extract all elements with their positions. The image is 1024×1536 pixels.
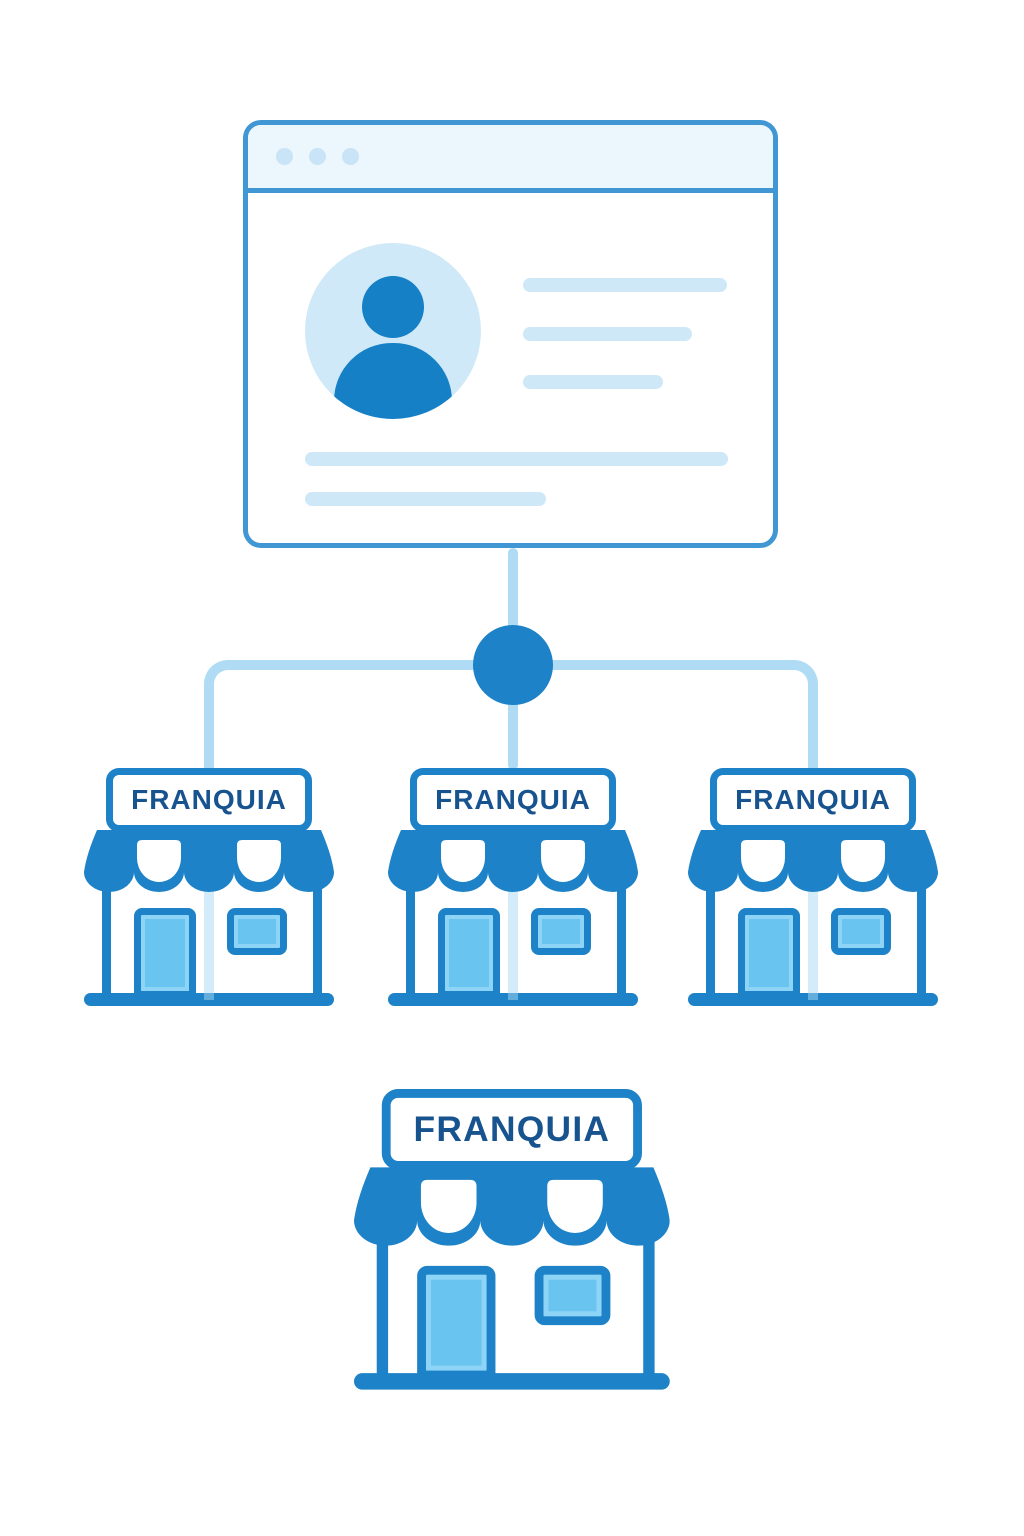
franchise-sign-label: FRANQUIA [413,1109,611,1149]
franchise-sign: FRANQUIA [106,768,312,832]
window-control-dot-icon [309,148,326,165]
franchise-sign-label: FRANQUIA [435,784,591,815]
door-icon [134,908,196,998]
franchise-sign-label: FRANQUIA [131,784,287,815]
shop-window-icon [831,908,891,955]
window-control-dot-icon [342,148,359,165]
franchise-sign-label: FRANQUIA [735,784,891,815]
hub-node-icon [473,625,553,705]
avatar-head [362,276,424,338]
store-graphic: FRANQUIA [354,1089,670,1392]
door-icon [417,1265,496,1380]
connector-vertical-top [508,548,518,630]
door-icon [438,908,500,998]
user-avatar-icon [305,243,481,419]
avatar-body [334,343,452,419]
connector-elbow-right [513,660,818,770]
shop-window-icon [531,908,591,955]
awning-icon [354,1167,670,1246]
text-placeholder-line [305,492,546,506]
franchise-sign: FRANQUIA [410,768,616,832]
shop-window-icon [227,908,287,955]
franchise-store: FRANQUIA [354,1089,670,1390]
text-placeholder-line [305,452,728,466]
shop-window-icon [534,1265,611,1326]
store-base [354,1373,670,1390]
connector-elbow-left [204,660,513,770]
door-icon [738,908,800,998]
browser-profile-card [243,120,778,548]
browser-titlebar [248,125,773,193]
awning-icon [84,830,334,892]
awning-icon [388,830,638,892]
connector-vertical-middle [508,698,518,770]
text-placeholder-line [523,327,692,341]
window-control-dot-icon [276,148,293,165]
awning-icon [688,830,938,892]
franchise-sign: FRANQUIA [710,768,916,832]
franchise-sign: FRANQUIA [381,1089,642,1170]
text-placeholder-line [523,375,663,389]
text-placeholder-line [523,278,727,292]
